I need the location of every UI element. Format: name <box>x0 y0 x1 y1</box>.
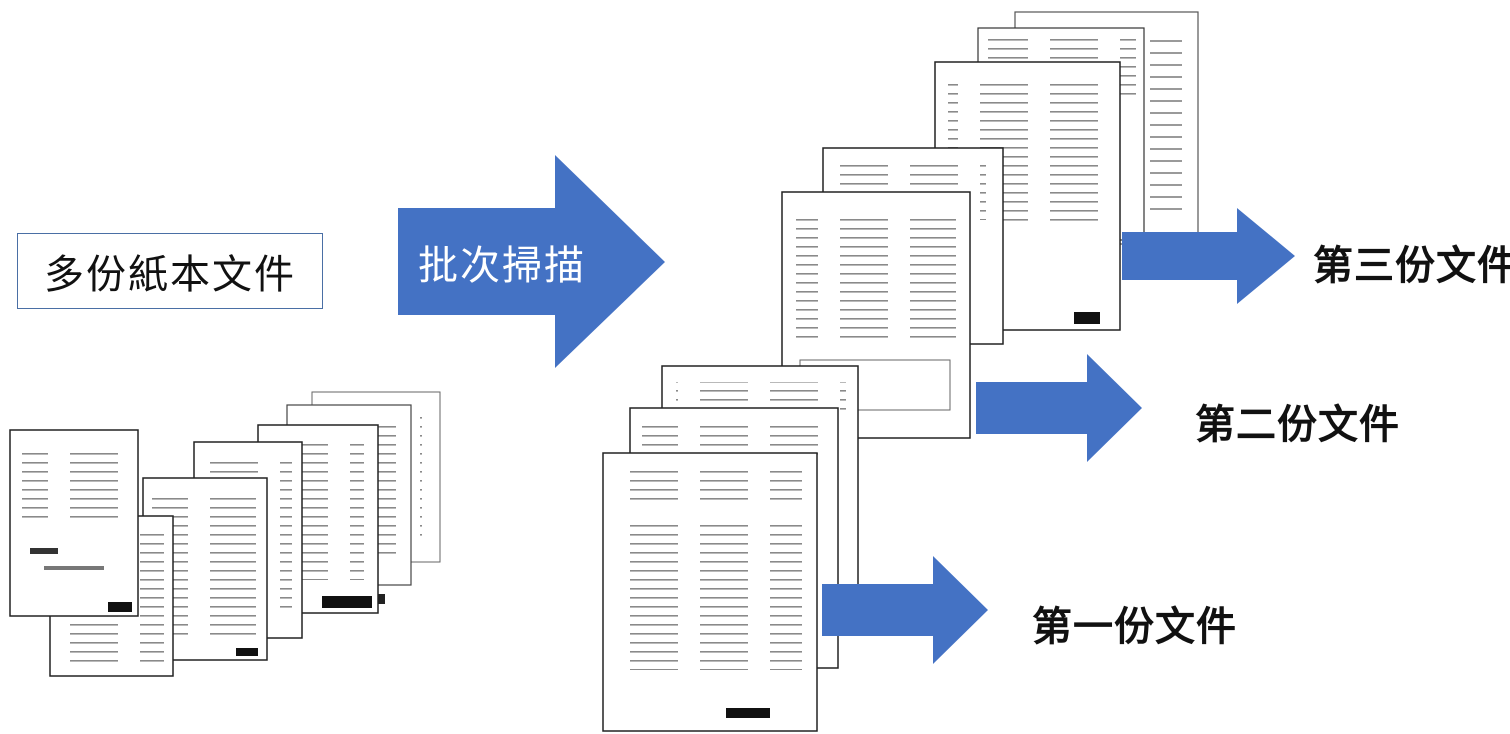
process-label: 批次掃描 <box>418 243 586 289</box>
pile-page <box>9 429 139 617</box>
output-arrow-doc1 <box>822 556 988 664</box>
paper-document-pile <box>9 391 441 677</box>
input-label-box: 多份紙本文件 <box>17 233 323 309</box>
output-label-doc1: 第一份文件 <box>1032 604 1237 650</box>
output-label-doc2: 第二份文件 <box>1195 402 1400 448</box>
output-arrow-doc2 <box>976 354 1142 462</box>
output-arrow-doc3 <box>1122 208 1295 304</box>
scanned-document-1 <box>602 452 818 732</box>
output-label-doc3: 第三份文件 <box>1313 243 1510 289</box>
batch-scan-arrow: 批次掃描 <box>398 155 665 368</box>
